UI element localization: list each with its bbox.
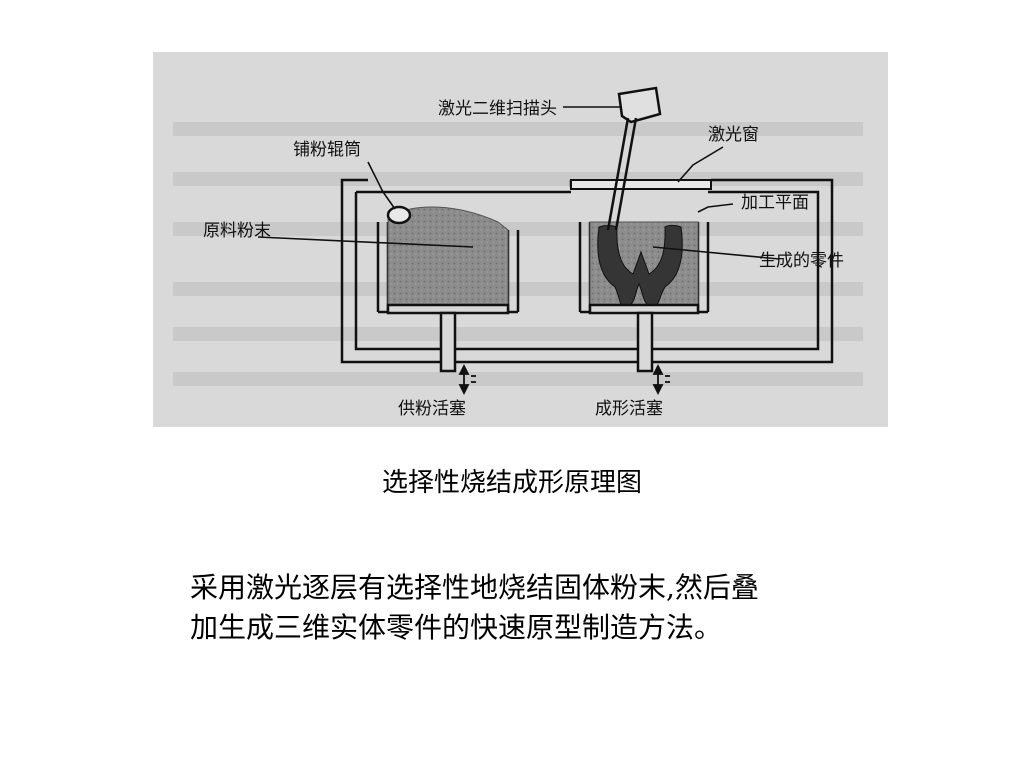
- description-line-2: 加生成三维实体零件的快速原型制造方法。: [190, 611, 723, 644]
- scan-head: [617, 86, 662, 124]
- laser-beam: [606, 117, 638, 231]
- label-laser-window: 激光窗: [708, 125, 759, 145]
- laser-window: [570, 179, 712, 190]
- label-part: 生成的零件: [759, 251, 844, 271]
- leader-lines: [257, 106, 780, 260]
- background-texture: [173, 122, 863, 386]
- label-roller: 铺粉辊筒: [293, 140, 361, 160]
- feed-piston-arrow: [458, 363, 476, 396]
- figure-caption: 选择性烧结成形原理图: [381, 468, 642, 498]
- label-scan-head: 激光二维扫描头: [438, 99, 557, 119]
- build-piston: [588, 303, 700, 373]
- description: 采用激光逐层有选择性地烧结固体粉末,然后叠 加生成三维实体零件的快速原型制造方法…: [190, 568, 910, 648]
- label-build-piston: 成形活塞: [595, 399, 663, 419]
- feed-piston: [386, 303, 510, 373]
- build-piston-arrow: [652, 363, 670, 396]
- label-powder: 原料粉末: [203, 221, 271, 241]
- description-line-1: 采用激光逐层有选择性地烧结固体粉末,然后叠: [190, 571, 759, 604]
- label-work-plane: 加工平面: [741, 193, 809, 213]
- sls-diagram: 激光二维扫描头 激光窗 铺粉辊筒 原料粉末 加工平面 生成的零件 供粉活塞 成形…: [153, 52, 888, 427]
- label-feed-piston: 供粉活塞: [398, 399, 466, 419]
- figure-background: [153, 52, 888, 427]
- roller: [386, 205, 412, 225]
